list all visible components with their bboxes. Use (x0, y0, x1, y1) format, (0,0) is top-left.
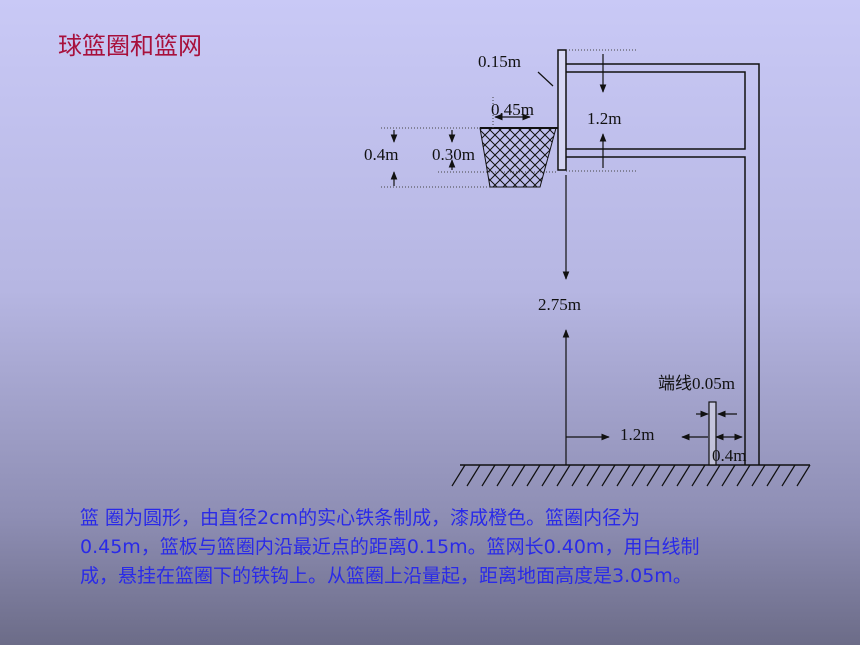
support-frame (566, 63, 760, 465)
guide-lines (381, 49, 636, 188)
label-backboard-gap: 0.15m (478, 52, 521, 71)
description-line: 成，悬挂在篮圈下的铁钩上。从篮圈上沿量起，距离地面高度是3.05m。 (80, 565, 692, 587)
label-line-gap: 0.4m (712, 446, 746, 465)
label-net-bottom: 0.30m (432, 145, 475, 164)
dimension-arrows (390, 54, 743, 465)
description-line: 篮 圈为圆形，由直径2cm的实心铁条制成，漆成橙色。篮圈内径为 (80, 507, 641, 529)
label-rim-diameter: 0.45m (491, 100, 534, 119)
rim-and-net (479, 127, 558, 188)
label-rim-height: 2.75m (538, 295, 581, 314)
slide-title: 球篮圈和篮网 (58, 32, 202, 60)
label-backboard-height: 1.2m (587, 109, 621, 128)
label-end-line: 端线0.05m (658, 374, 735, 393)
ground (451, 464, 811, 487)
description-text: 篮 圈为圆形，由直径2cm的实心铁条制成，漆成橙色。篮圈内径为 0.45m，篮板… (80, 504, 840, 591)
end-line-marker (708, 401, 717, 466)
label-pole-distance: 1.2m (620, 425, 654, 444)
label-net-length: 0.4m (364, 145, 398, 164)
description-line: 0.45m，篮板与篮圈内沿最近点的距离0.15m。篮网长0.40m，用白线制 (80, 536, 700, 558)
backboard (557, 49, 567, 171)
